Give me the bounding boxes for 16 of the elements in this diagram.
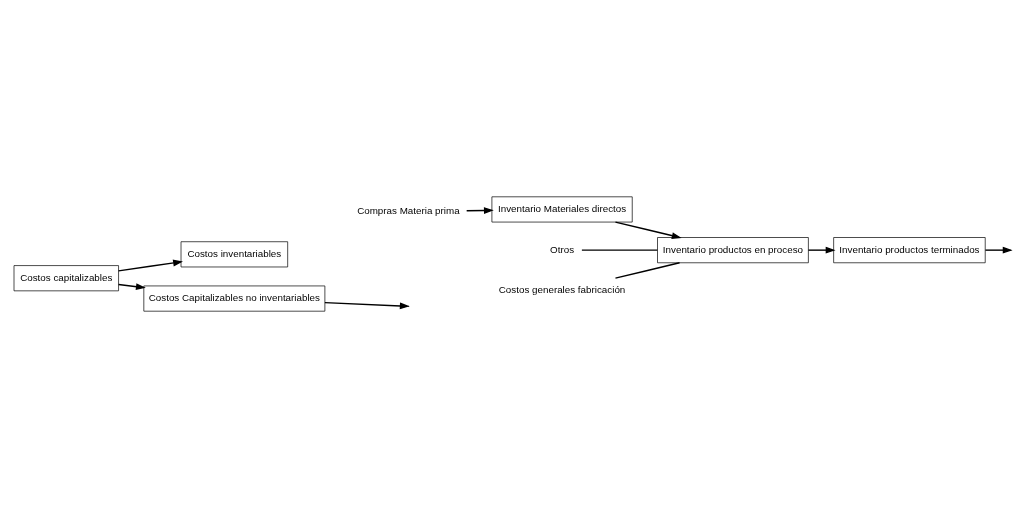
node-box: Inventario productos terminados bbox=[833, 237, 986, 264]
arrow bbox=[117, 283, 146, 291]
connector bbox=[614, 262, 681, 279]
arrow bbox=[614, 221, 682, 240]
node-box: Inventario productos en proceso bbox=[657, 237, 809, 264]
node-text: Compras Materia prima bbox=[357, 205, 460, 217]
node-text: Costos generales fabricación bbox=[498, 284, 626, 296]
arrow bbox=[117, 259, 183, 272]
connector bbox=[581, 249, 659, 251]
arrow bbox=[807, 246, 836, 254]
node-box: Costos Capitalizables no inventariables bbox=[143, 285, 326, 312]
node-box: Costos inventariables bbox=[180, 241, 289, 268]
arrow bbox=[324, 301, 410, 310]
node-box: Costos capitalizables bbox=[13, 265, 119, 292]
node-text: Otros bbox=[550, 243, 575, 255]
node-box: Inventario Materiales directos bbox=[491, 196, 633, 223]
